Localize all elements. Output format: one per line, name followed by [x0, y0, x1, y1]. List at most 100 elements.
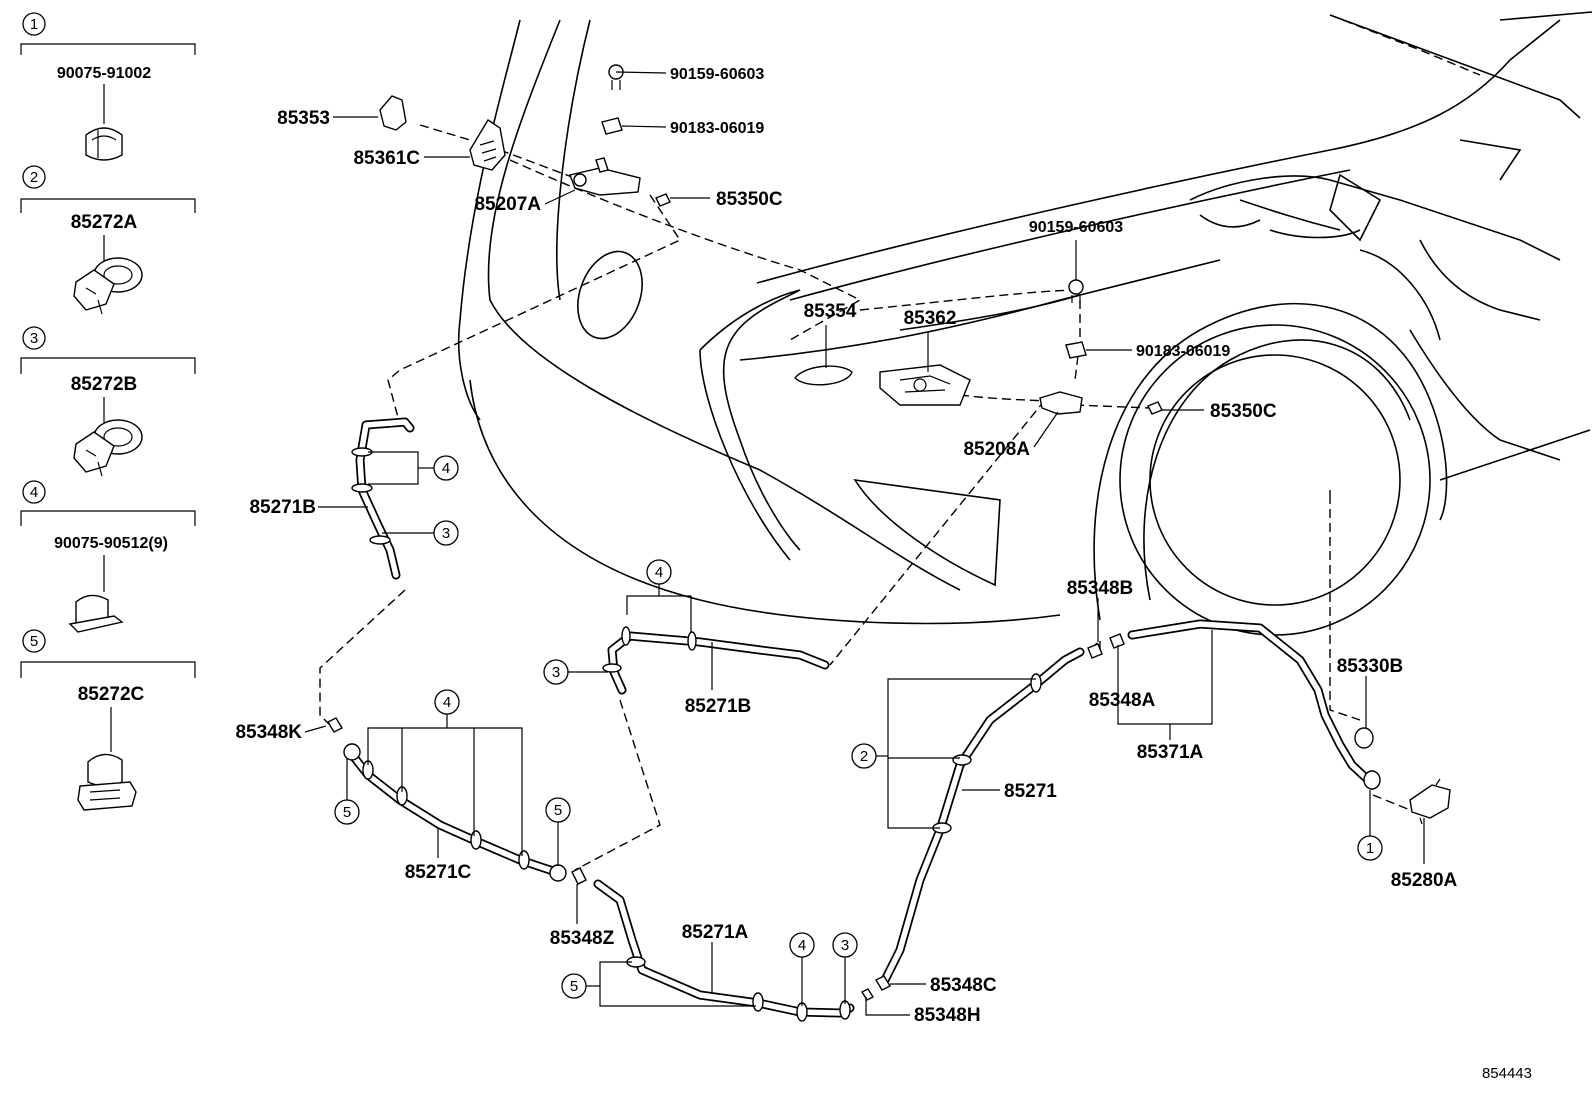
nut-clip[interactable] — [1065, 341, 1087, 359]
label-90159-60603-top: 90159-60603 — [670, 66, 764, 83]
label-85348H: 85348H — [914, 1005, 981, 1026]
legend-part-number: 90075-90512(9) — [54, 535, 168, 552]
washer-pump-85280A[interactable] — [1409, 778, 1451, 825]
connector-85348H[interactable] — [860, 988, 875, 1001]
callout-5: 5 — [545, 797, 571, 823]
callout-3: 3 — [832, 932, 858, 958]
svg-text:4: 4 — [30, 484, 38, 501]
label-85371A: 85371A — [1137, 742, 1204, 763]
nozzle-cover[interactable] — [879, 364, 971, 406]
svg-text:1: 1 — [1366, 840, 1374, 857]
clip-icon — [77, 753, 137, 811]
callout-2: 2 — [851, 743, 877, 769]
legend-item-4[interactable]: 4 90075-90512(9) — [20, 480, 196, 633]
label-85330B: 85330B — [1337, 656, 1404, 677]
callouts: 4 3 4 3 4 5 5 5 4 3 2 1 — [334, 455, 1383, 999]
callout-5: 5 — [334, 799, 360, 825]
label-85271: 85271 — [1004, 781, 1057, 802]
hose-85371A[interactable] — [1127, 619, 1371, 783]
label-85353: 85353 — [277, 108, 330, 129]
clip-icon — [73, 257, 143, 315]
headlamp-washer-actuator[interactable] — [569, 157, 641, 196]
legend-item-1[interactable]: 1 90075-91002 — [20, 12, 196, 161]
clamp-icon — [85, 127, 123, 161]
legend-index-circle — [22, 12, 46, 36]
connector-85348B[interactable] — [1087, 643, 1103, 659]
callout-4: 4 — [434, 689, 460, 715]
routing-dashed-lines — [319, 14, 1481, 871]
washer-nozzle-cap[interactable] — [794, 365, 853, 386]
screw[interactable] — [1068, 279, 1084, 303]
legend-item-5[interactable]: 5 85272C — [20, 629, 196, 811]
check-valve-connector[interactable] — [655, 193, 671, 207]
check-valve-connector[interactable] — [1147, 401, 1163, 415]
hose-85271B-left[interactable] — [355, 417, 415, 580]
nut-clip[interactable] — [601, 117, 623, 135]
callout-4: 4 — [789, 932, 815, 958]
legend-part-number: 85272A — [71, 212, 138, 233]
svg-text:3: 3 — [442, 525, 450, 542]
svg-text:4: 4 — [798, 937, 806, 954]
label-85271B-mid: 85271B — [685, 696, 752, 717]
legend-index: 1 — [30, 16, 38, 33]
svg-text:3: 3 — [552, 664, 560, 681]
hose-85271A[interactable] — [593, 879, 855, 1018]
hose-85271B-mid[interactable] — [607, 631, 830, 695]
legend-bracket — [20, 43, 196, 55]
svg-text:5: 5 — [570, 978, 578, 995]
svg-text:5: 5 — [30, 633, 38, 650]
svg-text:4: 4 — [655, 564, 663, 581]
label-90183-06019-top: 90183-06019 — [670, 120, 764, 137]
label-85350C-mid: 85350C — [1210, 401, 1277, 422]
label-85271C: 85271C — [405, 862, 472, 883]
label-85280A: 85280A — [1391, 870, 1458, 891]
headlamp-washer-actuator[interactable] — [1039, 391, 1083, 415]
vehicle-body-outline — [457, 11, 1592, 636]
svg-text:2: 2 — [30, 169, 38, 186]
callout-4: 4 — [646, 559, 672, 585]
connector-85348A[interactable] — [1109, 633, 1125, 649]
connector-85348K[interactable] — [327, 717, 343, 733]
label-85271B-left: 85271B — [249, 497, 316, 518]
label-85207A: 85207A — [474, 194, 541, 215]
label-90159-60603-mid: 90159-60603 — [1029, 219, 1123, 236]
svg-text:3: 3 — [30, 330, 38, 347]
label-85350C-top: 85350C — [716, 189, 783, 210]
legend-item-2[interactable]: 2 85272A — [20, 165, 196, 315]
hose-85271[interactable] — [880, 647, 1085, 985]
diagram-reference-code: 854443 — [1482, 1065, 1532, 1082]
washer-nozzle-cap[interactable] — [379, 95, 407, 131]
legend: 1 90075-91002 2 85272A — [20, 12, 196, 811]
part-labels: 85353 85361C 85207A 90159-60603 90183-06… — [235, 66, 1457, 1026]
callout-3: 3 — [433, 520, 459, 546]
callout-3: 3 — [543, 659, 569, 685]
hose-clips — [343, 447, 1381, 1022]
svg-text:2: 2 — [860, 748, 868, 765]
label-85348C: 85348C — [930, 975, 997, 996]
svg-text:5: 5 — [554, 802, 562, 819]
clip-icon — [73, 419, 143, 477]
callout-5: 5 — [561, 973, 587, 999]
clamp-icon — [68, 594, 124, 633]
label-90183-06019-mid: 90183-06019 — [1136, 343, 1230, 360]
check-valve-85330B[interactable] — [1354, 727, 1374, 749]
callout-4: 4 — [433, 455, 459, 481]
label-85348B: 85348B — [1067, 578, 1134, 599]
svg-text:3: 3 — [841, 937, 849, 954]
nozzle-cover[interactable] — [469, 119, 506, 171]
label-85348A: 85348A — [1089, 690, 1156, 711]
svg-text:4: 4 — [442, 460, 450, 477]
screw[interactable] — [608, 64, 624, 90]
label-85361C: 85361C — [353, 148, 420, 169]
connector-85348Z[interactable] — [571, 867, 587, 885]
connector-85348C[interactable] — [875, 975, 891, 991]
legend-item-3[interactable]: 3 85272B — [20, 326, 196, 477]
callout-1: 1 — [1357, 835, 1383, 861]
label-85348Z: 85348Z — [550, 928, 615, 949]
leader-lines — [304, 71, 1425, 1016]
legend-part-number: 85272C — [78, 684, 145, 705]
label-85362: 85362 — [904, 308, 957, 329]
label-85348K: 85348K — [235, 722, 302, 743]
label-85354: 85354 — [804, 301, 857, 322]
label-85208A: 85208A — [963, 439, 1030, 460]
